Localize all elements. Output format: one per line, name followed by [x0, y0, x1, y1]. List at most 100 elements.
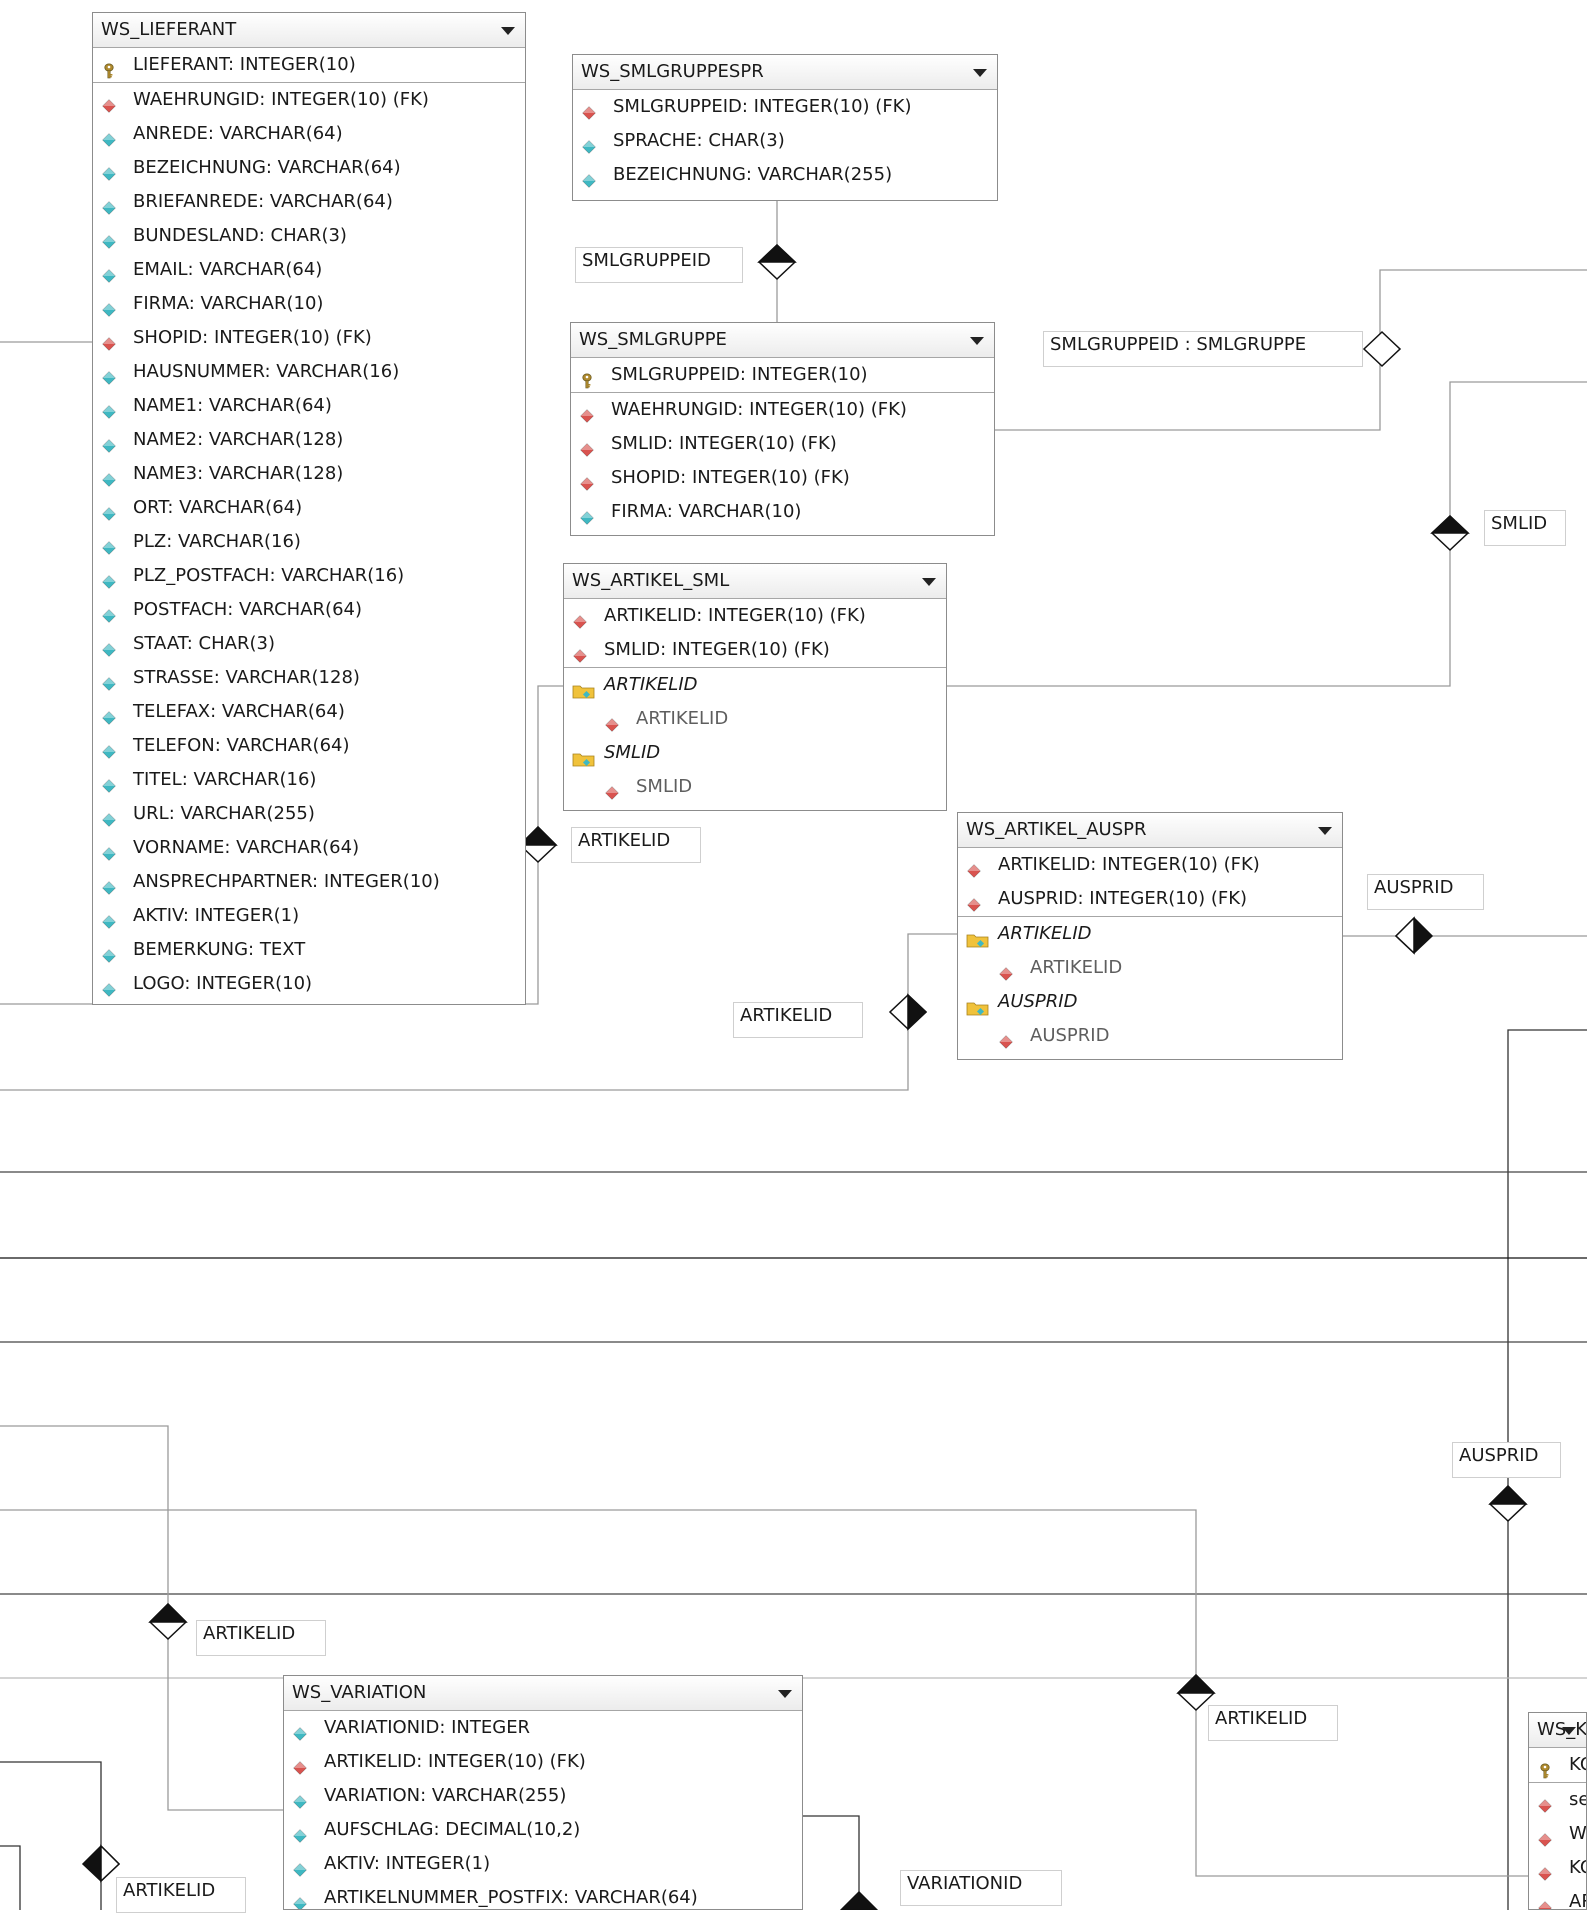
column[interactable]: VARIATIONID: INTEGER: [284, 1711, 802, 1745]
column[interactable]: TELEFON: VARCHAR(64): [93, 729, 525, 763]
blue-diamond-icon: [101, 704, 117, 725]
entity-title[interactable]: WS_SMLGRUPPESPR: [573, 55, 997, 90]
foreign-key-column[interactable]: ARTIKELID: [564, 702, 946, 736]
column[interactable]: ORT: VARCHAR(64): [93, 491, 525, 525]
column[interactable]: PLZ_POSTFACH: VARCHAR(16): [93, 559, 525, 593]
blue-diamond-icon: [101, 262, 117, 283]
primary-key-column[interactable]: SMLGRUPPEID: INTEGER(10): [571, 358, 994, 392]
column[interactable]: FIRMA: VARCHAR(10): [93, 287, 525, 321]
chevron-down-icon[interactable]: [501, 27, 515, 35]
foreign-key-column[interactable]: ses: [1529, 1782, 1586, 1817]
foreign-key-column[interactable]: ARTIKELID: [958, 951, 1342, 985]
index-group[interactable]: SMLID: [564, 736, 946, 770]
foreign-key-column[interactable]: SHOPID: INTEGER(10) (FK): [93, 321, 525, 355]
entity-title[interactable]: WS_ARTIKEL_AUSPR: [958, 813, 1342, 848]
foreign-key-column[interactable]: SMLID: [564, 770, 946, 804]
entity-title[interactable]: WS_ARTIKEL_SML: [564, 564, 946, 599]
chevron-down-icon[interactable]: [922, 578, 936, 586]
foreign-key-column[interactable]: WA: [1529, 1817, 1586, 1851]
column[interactable]: BRIEFANREDE: VARCHAR(64): [93, 185, 525, 219]
entity-title[interactable]: WS_VARIATION: [284, 1676, 802, 1711]
column-label: ARTIKELID: [604, 674, 698, 695]
column[interactable]: TITEL: VARCHAR(16): [93, 763, 525, 797]
column[interactable]: VARIATION: VARCHAR(255): [284, 1779, 802, 1813]
red-diamond-icon: [1537, 1860, 1553, 1881]
foreign-key-column[interactable]: ARTIKELID: INTEGER(10) (FK): [564, 599, 946, 633]
column-label: BEMERKUNG: TEXT: [133, 939, 306, 960]
foreign-key-column[interactable]: WAEHRUNGID: INTEGER(10) (FK): [571, 392, 994, 427]
column[interactable]: FIRMA: VARCHAR(10): [571, 495, 994, 529]
column[interactable]: STRASSE: VARCHAR(128): [93, 661, 525, 695]
entity-ws-artikel-sml[interactable]: WS_ARTIKEL_SML ARTIKELID: INTEGER(10) (FK…: [563, 563, 947, 811]
foreign-key-column[interactable]: SMLGRUPPEID: INTEGER(10) (FK): [573, 90, 997, 124]
column[interactable]: NAME1: VARCHAR(64): [93, 389, 525, 423]
column-label: ARTIKELID: [998, 923, 1092, 944]
folder-icon: [572, 745, 595, 767]
primary-key-column[interactable]: LIEFERANT: INTEGER(10): [93, 48, 525, 82]
entity-title[interactable]: WS_LIEFERANT: [93, 13, 525, 48]
index-group[interactable]: AUSPRID: [958, 985, 1342, 1019]
column-label: ARTIKELID: [636, 708, 729, 729]
entity-title[interactable]: WS_KO: [1529, 1713, 1586, 1748]
foreign-key-column[interactable]: AUSPRID: [958, 1019, 1342, 1053]
chevron-down-icon[interactable]: [1318, 827, 1332, 835]
foreign-key-column[interactable]: SMLID: INTEGER(10) (FK): [564, 633, 946, 667]
relationship-label: AUSPRID: [1367, 874, 1484, 910]
column-label: PLZ: VARCHAR(16): [133, 531, 301, 552]
column[interactable]: BEMERKUNG: TEXT: [93, 933, 525, 967]
column[interactable]: STAAT: CHAR(3): [93, 627, 525, 661]
column[interactable]: SPRACHE: CHAR(3): [573, 124, 997, 158]
column[interactable]: VORNAME: VARCHAR(64): [93, 831, 525, 865]
column[interactable]: EMAIL: VARCHAR(64): [93, 253, 525, 287]
entity-title[interactable]: WS_SMLGRUPPE: [571, 323, 994, 358]
column-label: ORT: VARCHAR(64): [133, 497, 303, 518]
foreign-key-column[interactable]: SHOPID: INTEGER(10) (FK): [571, 461, 994, 495]
chevron-down-icon[interactable]: [1562, 1727, 1576, 1735]
column[interactable]: NAME2: VARCHAR(128): [93, 423, 525, 457]
red-diamond-icon: [292, 1754, 308, 1775]
column[interactable]: LOGO: INTEGER(10): [93, 967, 525, 1001]
foreign-key-column[interactable]: AUSPRID: INTEGER(10) (FK): [958, 882, 1342, 916]
foreign-key-column[interactable]: KO: [1529, 1851, 1586, 1885]
chevron-down-icon[interactable]: [973, 69, 987, 77]
column[interactable]: POSTFACH: VARCHAR(64): [93, 593, 525, 627]
column[interactable]: BUNDESLAND: CHAR(3): [93, 219, 525, 253]
blue-diamond-icon: [101, 976, 117, 997]
index-group[interactable]: ARTIKELID: [958, 916, 1342, 951]
column[interactable]: NAME3: VARCHAR(128): [93, 457, 525, 491]
column[interactable]: BEZEICHNUNG: VARCHAR(64): [93, 151, 525, 185]
chevron-down-icon[interactable]: [970, 337, 984, 345]
relationship-label: ARTIKELID: [1208, 1705, 1338, 1741]
column[interactable]: ARTIKELNUMMER_POSTFIX: VARCHAR(64): [284, 1881, 802, 1909]
column-label: TITEL: VARCHAR(16): [133, 769, 317, 790]
primary-key-column[interactable]: KO: [1529, 1748, 1586, 1782]
column[interactable]: URL: VARCHAR(255): [93, 797, 525, 831]
foreign-key-column[interactable]: WAEHRUNGID: INTEGER(10) (FK): [93, 82, 525, 117]
foreign-key-column[interactable]: ARTIKELID: INTEGER(10) (FK): [284, 1745, 802, 1779]
column[interactable]: AUFSCHLAG: DECIMAL(10,2): [284, 1813, 802, 1847]
column[interactable]: HAUSNUMMER: VARCHAR(16): [93, 355, 525, 389]
column[interactable]: ANSPRECHPARTNER: INTEGER(10): [93, 865, 525, 899]
chevron-down-icon[interactable]: [778, 1690, 792, 1698]
relationship-label: ARTIKELID: [733, 1002, 863, 1038]
index-group[interactable]: ARTIKELID: [564, 667, 946, 702]
foreign-key-column[interactable]: ARTIKELID: INTEGER(10) (FK): [958, 848, 1342, 882]
column[interactable]: PLZ: VARCHAR(16): [93, 525, 525, 559]
column-label: BRIEFANREDE: VARCHAR(64): [133, 191, 393, 212]
column[interactable]: BEZEICHNUNG: VARCHAR(255): [573, 158, 997, 192]
entity-ws-ko[interactable]: WS_KOKOsesWAKOAR: [1528, 1712, 1587, 1910]
column[interactable]: ANREDE: VARCHAR(64): [93, 117, 525, 151]
column[interactable]: AKTIV: INTEGER(1): [284, 1847, 802, 1881]
foreign-key-column[interactable]: SMLID: INTEGER(10) (FK): [571, 427, 994, 461]
column-label: ARTIKELID: INTEGER(10) (FK): [604, 605, 866, 626]
column[interactable]: TELEFAX: VARCHAR(64): [93, 695, 525, 729]
column-label: HAUSNUMMER: VARCHAR(16): [133, 361, 400, 382]
column[interactable]: AKTIV: INTEGER(1): [93, 899, 525, 933]
foreign-key-column[interactable]: AR: [1529, 1885, 1586, 1909]
column-label: AUSPRID: [998, 991, 1078, 1012]
